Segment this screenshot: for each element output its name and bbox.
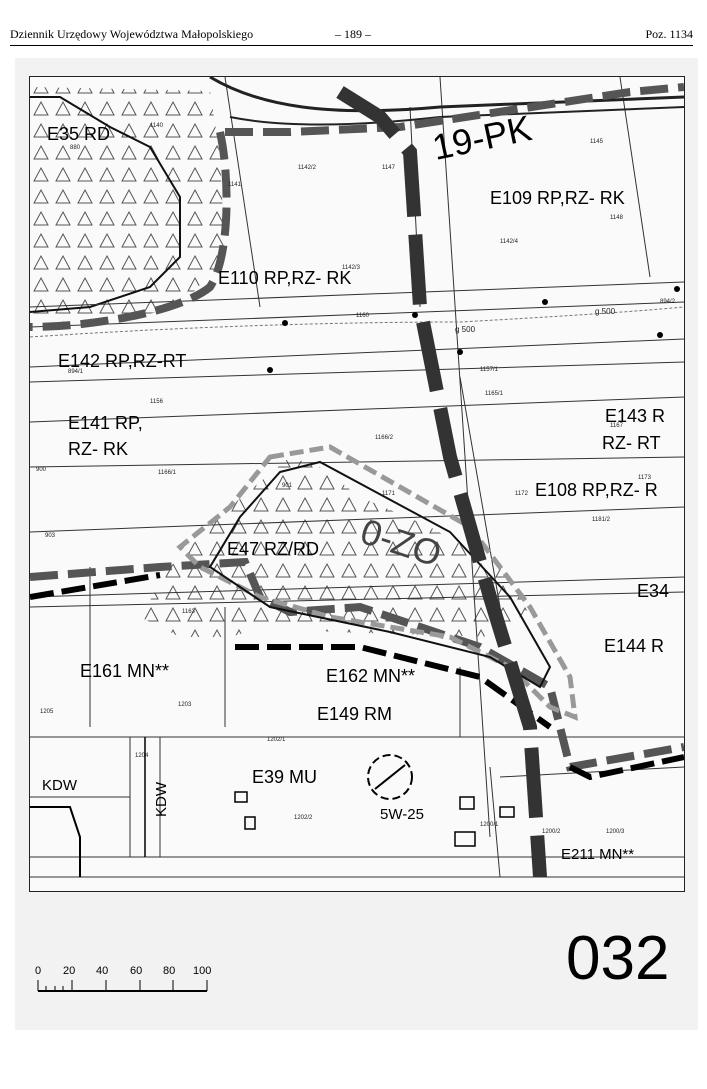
- parcel-number: 1205: [40, 709, 54, 715]
- buildings: [234, 791, 515, 847]
- parcel-number: 1200/3: [606, 829, 625, 835]
- zone-label: E108 RP,RZ- R: [535, 480, 658, 500]
- road-19pk: [336, 86, 547, 878]
- scale-bar: 0 20 40 60 80 100: [35, 965, 215, 1005]
- zone-label: E211 MN**: [561, 846, 635, 863]
- forest-area-west: [30, 87, 225, 327]
- parcel-number: 1171: [382, 491, 395, 497]
- zone-label: E47 RZ/RD: [227, 539, 320, 559]
- parcel-number: 1145: [590, 139, 603, 145]
- parcel-number: 1172: [515, 491, 528, 497]
- parcel-number: 1166/2: [375, 435, 393, 441]
- parcel-number: 1142/2: [298, 165, 316, 171]
- sheet-number: 032: [566, 924, 670, 993]
- zone-label: E34: [637, 581, 670, 601]
- parcel-number: 1157/1: [480, 367, 498, 373]
- utility-poles: [267, 286, 680, 373]
- zone-label: E35 RD: [47, 124, 111, 144]
- parcel-number: 1160: [356, 313, 369, 319]
- parcel-number: 1167: [610, 423, 623, 429]
- parcel-number: 1202/2: [294, 815, 313, 821]
- zoning-map: E35 RD 19-PK E109 RP,RZ- RK E110 RP,RZ- …: [29, 76, 685, 892]
- zone-label: KDW: [42, 777, 77, 794]
- contour-label: g 500: [455, 325, 476, 334]
- kdw-road: [30, 806, 81, 877]
- zone-label: E143 R: [605, 406, 666, 426]
- zone-label: E110 RP,RZ- RK: [218, 268, 352, 288]
- zone-label: E141 RP,: [68, 413, 143, 433]
- parcel-number: 1142/3: [342, 265, 360, 271]
- parcel-number: 1163: [182, 609, 195, 615]
- scale-tick-label: 0: [35, 965, 42, 977]
- scale-ruler: [37, 980, 208, 992]
- zone-label: E142 RP,RZ-RT: [58, 351, 187, 371]
- parcel-number: 1166/1: [158, 470, 176, 476]
- position-number: Poz. 1134: [645, 27, 693, 41]
- zone-label: E144 R: [604, 636, 665, 656]
- parcel-number: 1203: [178, 702, 192, 708]
- parcel-number: 1173: [638, 475, 651, 481]
- parcel-number: 901: [282, 483, 293, 489]
- parcel-number: 900: [36, 467, 47, 473]
- zone-label: E162 MN**: [326, 666, 416, 686]
- zone-label: E109 RP,RZ- RK: [490, 188, 625, 208]
- scale-tick-label: 20: [63, 965, 76, 977]
- scale-tick-label: 40: [96, 965, 109, 977]
- parcel-number: 903: [45, 533, 56, 539]
- scale-tick-label: 80: [163, 965, 176, 977]
- zone-label: 5W-25: [380, 806, 424, 823]
- zone-label: KDW: [153, 782, 170, 817]
- forest-area-center: [140, 457, 530, 637]
- parcel-number: 1200/2: [542, 829, 561, 835]
- parcel-number: 1141: [228, 182, 241, 188]
- scale-tick-label: 100: [193, 965, 212, 977]
- parcel-number: 1140: [150, 123, 163, 129]
- parcel-number: 1200/1: [480, 822, 499, 828]
- parcel-number: 1147: [382, 165, 395, 171]
- parcel-number: 1156: [150, 399, 163, 405]
- parcel-number: 894/1: [68, 369, 84, 375]
- map-drawing: [30, 77, 684, 878]
- page-header: Dziennik Urzędowy Województwa Małopolski…: [10, 27, 693, 46]
- parcel-number: 1148: [610, 215, 623, 221]
- parcel-number: 880: [70, 145, 81, 151]
- zone-label: RZ- RK: [68, 439, 128, 459]
- water-symbol: [367, 754, 413, 800]
- parcel-number: 1142/4: [500, 239, 518, 245]
- road-top-2: [229, 106, 684, 126]
- page-number: – 189 –: [335, 27, 371, 41]
- zone-label: RZ- RT: [602, 433, 661, 453]
- parcel-number: 1204: [135, 753, 149, 759]
- road-top: [209, 77, 684, 113]
- zone-label: E149 RM: [317, 704, 393, 724]
- parcel-number: 1165/1: [485, 391, 503, 397]
- parcel-number: 894/2: [660, 299, 676, 305]
- zone-boundaries: [30, 83, 684, 772]
- zone-label: E39 MU: [252, 767, 318, 787]
- journal-title: Dziennik Urzędowy Województwa Małopolski…: [10, 27, 254, 41]
- parcel-number: 1202/1: [267, 737, 286, 743]
- zone-label: E161 MN**: [80, 661, 170, 681]
- contour-line: [30, 306, 684, 338]
- contour-label: g 500: [595, 307, 616, 316]
- parcel-number: 1181/2: [592, 517, 610, 523]
- scale-tick-label: 60: [130, 965, 143, 977]
- forest-outline-west: [30, 96, 181, 313]
